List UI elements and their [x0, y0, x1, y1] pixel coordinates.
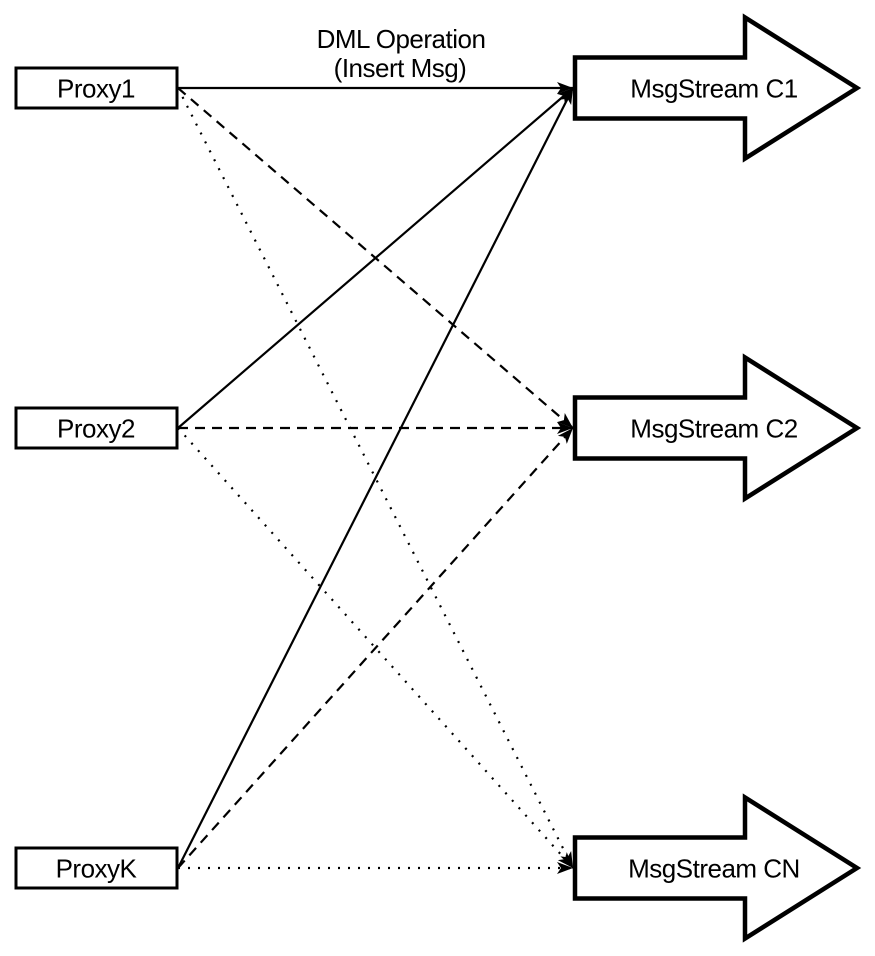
stream-nodes: MsgStream C1 MsgStream C2 MsgStream CN — [572, 13, 862, 943]
edges — [177, 82, 574, 874]
msgstream-c2-label: MsgStream C2 — [630, 414, 797, 444]
diagram-title: DML Operation (Insert Msg) — [317, 24, 486, 83]
proxyk-box — [14, 846, 179, 890]
proxy1-label: Proxy1 — [57, 74, 135, 104]
msgstream-cn-label: MsgStream CN — [628, 854, 800, 884]
proxy1-box — [14, 66, 179, 110]
edge-proxyk-to-msgstream-c2 — [177, 427, 574, 869]
msgstream-c2-node: MsgStream C2 — [572, 353, 862, 503]
proxy1-node: Proxy1 — [14, 66, 179, 110]
diagram-title-line2: (Insert Msg) — [334, 53, 467, 83]
proxy2-label: Proxy2 — [57, 414, 135, 444]
msgstream-c1-arrow — [572, 13, 862, 163]
proxyk-node: ProxyK — [14, 846, 179, 890]
edge-proxyk-to-msgstream-c1 — [177, 87, 574, 869]
proxy-nodes: Proxy1 Proxy2 ProxyK — [14, 66, 179, 890]
msgstream-c1-label: MsgStream C1 — [630, 74, 797, 104]
proxy2-node: Proxy2 — [14, 406, 179, 450]
proxyk-label: ProxyK — [56, 854, 138, 884]
msgstream-cn-arrow — [572, 793, 862, 943]
proxy2-box — [14, 406, 179, 450]
diagram-title-line1: DML Operation — [317, 24, 486, 54]
msgstream-c2-arrow — [572, 353, 862, 503]
edge-proxy1-to-msgstream-c2 — [177, 87, 574, 429]
msgstream-c1-node: MsgStream C1 — [572, 13, 862, 163]
msgstream-cn-node: MsgStream CN — [572, 793, 862, 943]
